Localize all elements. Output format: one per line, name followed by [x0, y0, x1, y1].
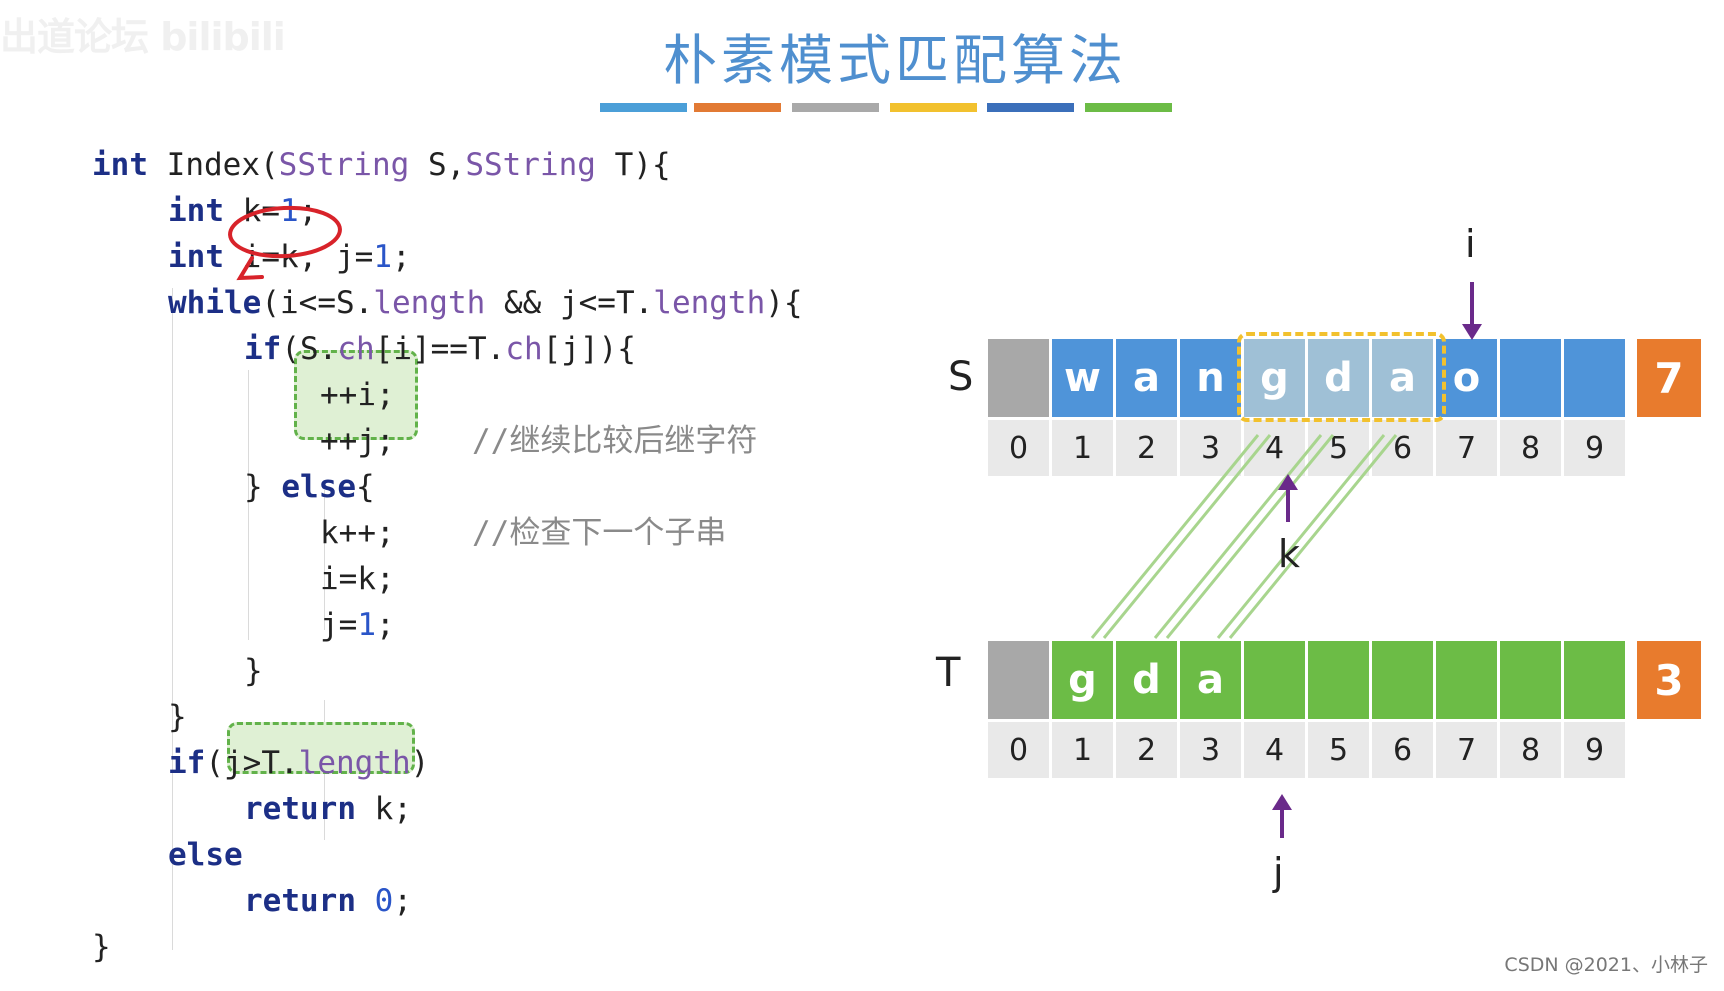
- t-cell-9: [1564, 641, 1627, 719]
- s-cell-1: w: [1052, 339, 1115, 417]
- comment-continue: //继续比较后继字符: [472, 423, 758, 459]
- indent-guide: [248, 370, 249, 640]
- code-line-1: int Index(SString S,SString T){: [92, 147, 671, 183]
- s-cell-8: [1500, 339, 1563, 417]
- s-index-6: 6: [1372, 420, 1435, 476]
- t-cell-5: [1308, 641, 1371, 719]
- s-index-9: 9: [1564, 420, 1627, 476]
- indent-guide: [324, 490, 325, 630]
- code-line-6: ++i;: [320, 377, 395, 413]
- s-cell-4: g: [1244, 339, 1307, 417]
- indent-guide: [172, 780, 173, 950]
- t-index-8: 8: [1500, 722, 1563, 778]
- t-cell-8: [1500, 641, 1563, 719]
- label-s: S: [948, 354, 974, 400]
- pointer-k-label: k: [1278, 532, 1301, 576]
- code-line-7: ++j;: [320, 423, 395, 459]
- compare-window-highlight: [1237, 332, 1446, 422]
- code-line-3: int i=k, j=1;: [168, 239, 411, 275]
- code-line-15: return k;: [244, 791, 412, 827]
- code-line-10: i=k;: [320, 561, 395, 597]
- s-index-7: 7: [1436, 420, 1499, 476]
- t-cell-0: [988, 641, 1051, 719]
- label-t: T: [936, 650, 961, 696]
- code-line-16: else: [168, 837, 243, 873]
- t-cell-3: a: [1180, 641, 1243, 719]
- comment-next-substring: //检查下一个子串: [472, 515, 727, 551]
- t-index-2: 2: [1116, 722, 1179, 778]
- s-index-8: 8: [1500, 420, 1563, 476]
- t-cell-7: [1436, 641, 1499, 719]
- title-bar-segment: [1085, 103, 1172, 112]
- code-line-11: j=1;: [320, 607, 395, 643]
- title-bar-segment: [600, 103, 687, 112]
- code-line-4: while(i<=S.length && j<=T.length){: [168, 285, 803, 321]
- t-cell-2: d: [1116, 641, 1179, 719]
- arrow-down-icon: [1462, 282, 1482, 340]
- t-index-7: 7: [1436, 722, 1499, 778]
- pointer-j-label: j: [1273, 850, 1284, 894]
- watermark-logo: 出道论坛 bilibili: [0, 15, 286, 59]
- t-length-cell: 3: [1637, 641, 1701, 719]
- s-length-cell: 7: [1637, 339, 1701, 417]
- t-index-1: 1: [1052, 722, 1115, 778]
- title-bar-segment: [792, 103, 879, 112]
- s-cell-9: [1564, 339, 1627, 417]
- s-cell-0: [988, 339, 1051, 417]
- t-index-3: 3: [1180, 722, 1243, 778]
- footer-watermark: CSDN @2021、小林子: [1504, 954, 1708, 976]
- return-k-highlight: [227, 722, 415, 774]
- code-line-8: } else{: [244, 469, 375, 505]
- code-line-18: }: [92, 929, 111, 965]
- t-cell-1: g: [1052, 641, 1115, 719]
- s-index-1: 1: [1052, 420, 1115, 476]
- arrow-up-icon: [1278, 474, 1298, 522]
- s-index-0: 0: [988, 420, 1051, 476]
- t-index-5: 5: [1308, 722, 1371, 778]
- title-bar-segment: [694, 103, 781, 112]
- code-line-13: }: [168, 699, 187, 735]
- t-index-6: 6: [1372, 722, 1435, 778]
- t-index-4: 4: [1244, 722, 1307, 778]
- code-line-12: }: [244, 653, 263, 689]
- pointer-i-label: i: [1465, 222, 1476, 266]
- s-cell-7: o: [1436, 339, 1499, 417]
- code-line-5: if(S.ch[i]==T.ch[j]){: [244, 331, 636, 367]
- s-cell-6: a: [1372, 339, 1435, 417]
- page-title: 朴素模式匹配算法: [663, 29, 1127, 92]
- s-index-5: 5: [1308, 420, 1371, 476]
- code-line-14: if(j>T.length): [168, 745, 430, 781]
- s-index-2: 2: [1116, 420, 1179, 476]
- title-bar-segment: [890, 103, 977, 112]
- if-body-highlight: [294, 350, 418, 440]
- indent-guide: [172, 288, 173, 848]
- s-cell-3: n: [1180, 339, 1243, 417]
- t-index-9: 9: [1564, 722, 1627, 778]
- arrow-up-icon: [1272, 794, 1292, 838]
- title-bar-segment: [987, 103, 1074, 112]
- code-line-17: return 0;: [244, 883, 412, 919]
- t-cell-4: [1244, 641, 1307, 719]
- s-cell-2: a: [1116, 339, 1179, 417]
- t-index-0: 0: [988, 722, 1051, 778]
- s-cell-5: d: [1308, 339, 1371, 417]
- code-line-9: k++;: [320, 515, 395, 551]
- t-cell-6: [1372, 641, 1435, 719]
